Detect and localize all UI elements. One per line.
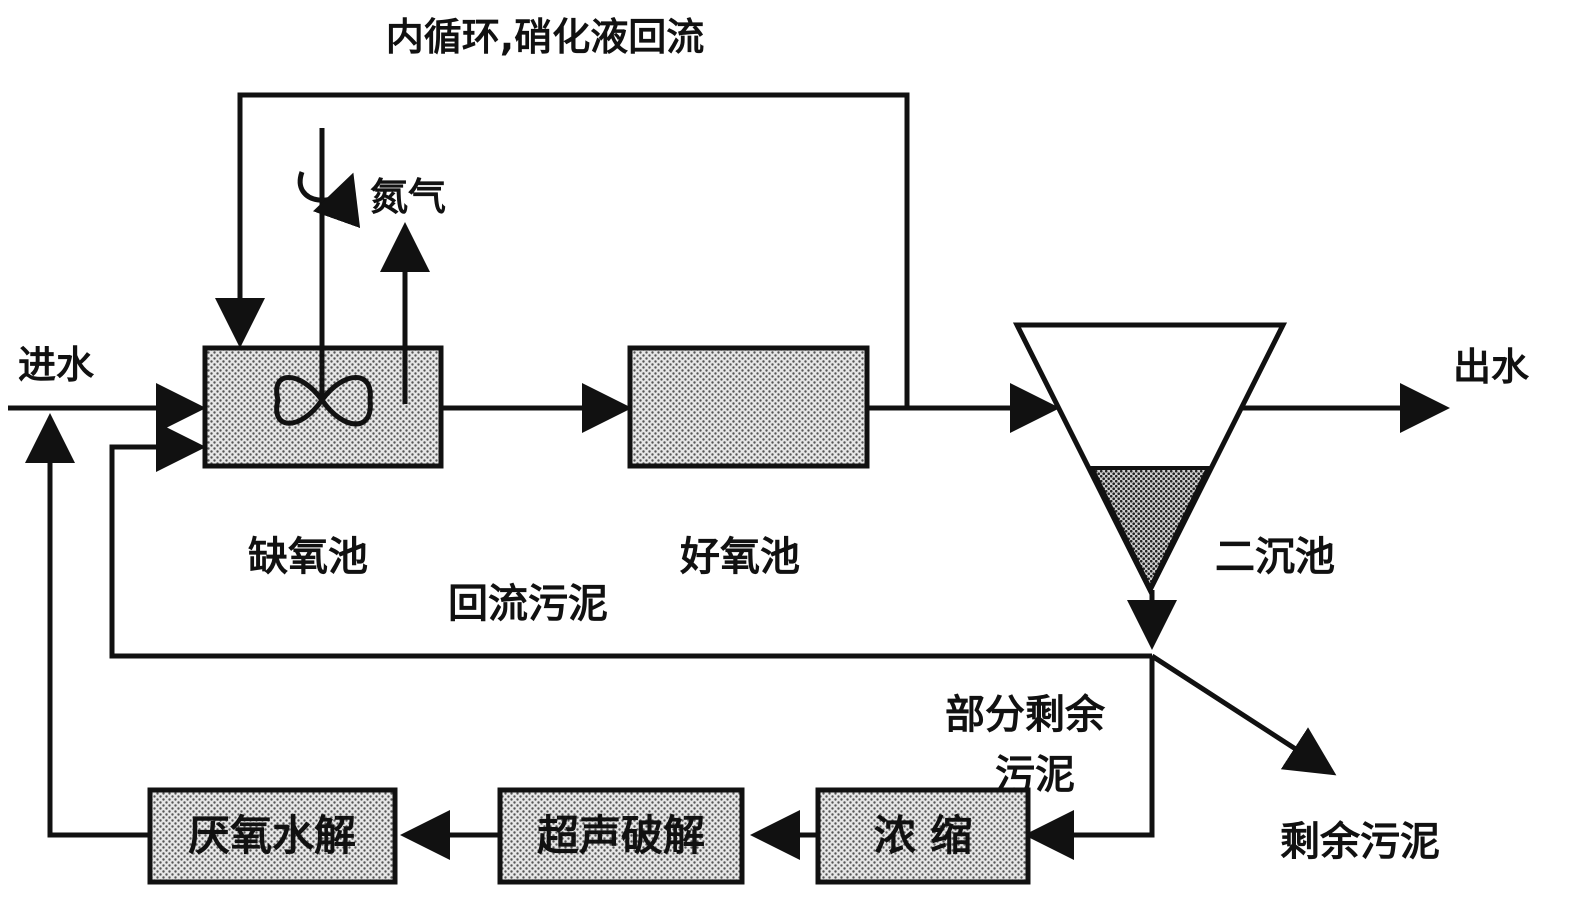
internal-recycle-line <box>215 92 910 408</box>
excess-sludge-label: 剩余污泥 <box>1280 819 1440 865</box>
excess-sludge-line <box>1150 653 1337 776</box>
secondary-clarifier-cone <box>1012 322 1288 596</box>
partial-excess-sludge-line <box>1024 656 1155 860</box>
return-sludge-label: 回流污泥 <box>448 581 608 627</box>
return-sludge-line <box>109 422 1152 659</box>
anaerobic-hydrolysis-label: 厌氧水解 <box>188 811 356 860</box>
secondary-clarifier-label: 二沉池 <box>1215 534 1335 580</box>
clarifier-sludge-layer <box>1088 466 1212 593</box>
partial-excess-sludge-label-line1: 部分剩余 <box>945 692 1106 738</box>
hydrolysate-return-line <box>24 413 150 838</box>
thickening-box <box>815 787 1031 885</box>
outlet-label: 出水 <box>1453 345 1530 389</box>
mixer-rotation-icon <box>297 171 361 229</box>
inlet-label: 进水 <box>18 343 95 387</box>
aerobic-tank-box <box>627 345 870 469</box>
aerobic-tank-label: 好氧池 <box>679 534 800 580</box>
internal-recycle-title: 内循环,硝化液回流 <box>386 15 704 59</box>
anoxic-tank-label: 缺氧池 <box>248 534 368 580</box>
ultrasonic-disintegration-box <box>497 787 745 885</box>
mixer-impeller-icon <box>274 375 373 427</box>
ultrasonic-disintegration-label: 超声破解 <box>537 811 705 860</box>
thickening-label: 浓 缩 <box>874 811 973 860</box>
anaerobic-hydrolysis-box <box>147 787 398 885</box>
nitrogen-gas-label: 氮气 <box>370 175 446 219</box>
